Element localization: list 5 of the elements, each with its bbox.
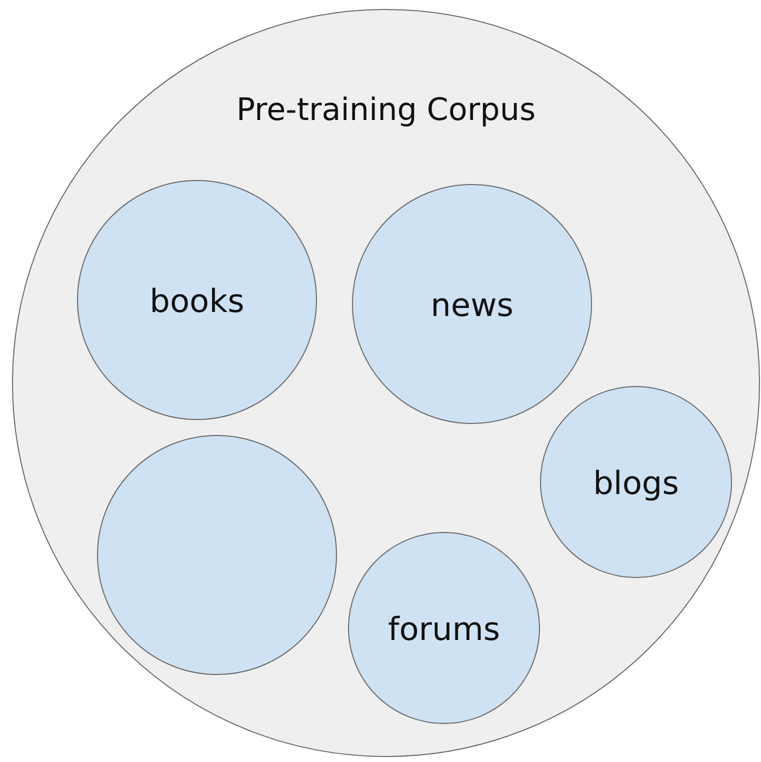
- category-label: forums: [388, 610, 500, 648]
- category-label: books: [150, 282, 244, 320]
- category-label: blogs: [593, 464, 679, 502]
- category-label: news: [430, 286, 514, 324]
- corpus-title: Pre-training Corpus: [236, 92, 536, 130]
